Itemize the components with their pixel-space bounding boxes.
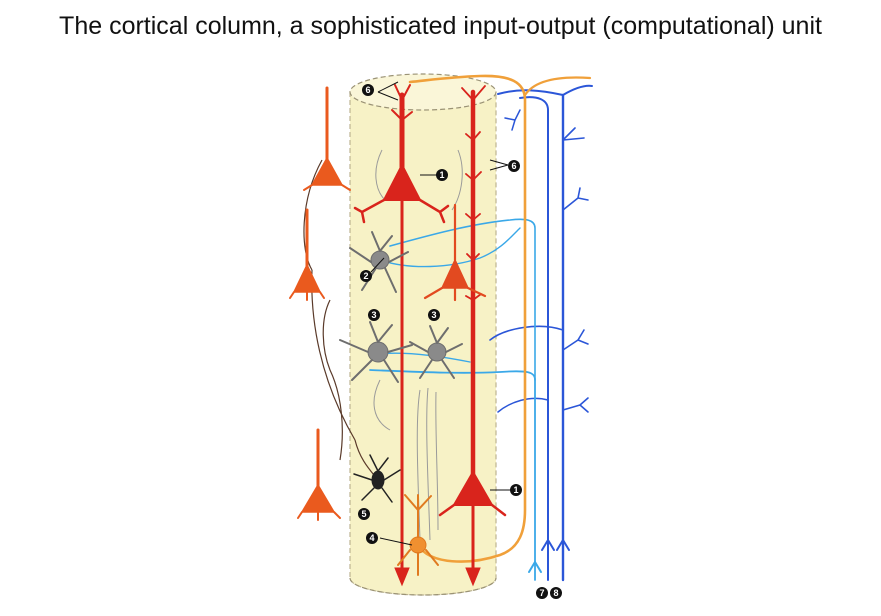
svg-text:7: 7 <box>539 588 544 598</box>
number-badges: 6 1 6 2 3 3 1 <box>358 84 562 599</box>
badge-6-top: 6 <box>362 84 374 96</box>
pointer-lines <box>370 81 510 546</box>
badge-2: 2 <box>360 270 372 282</box>
blue-fiber-branch-5 <box>489 325 564 341</box>
svg-text:3: 3 <box>431 310 436 320</box>
pyramidal-top-axon-head <box>394 567 410 587</box>
pyramidal-right-axon-head <box>465 567 481 587</box>
badge-4: 4 <box>366 532 378 544</box>
badge-8: 8 <box>550 587 562 599</box>
badge-3-right: 3 <box>428 309 440 321</box>
brown-connector <box>322 299 343 461</box>
column-bottom-rim <box>349 577 497 596</box>
badge-1-top: 1 <box>436 169 448 181</box>
blue-fiber-left-3 <box>497 397 549 413</box>
stellate-cell-3-right <box>409 325 463 379</box>
pyramidal-neuron-top <box>353 84 450 587</box>
slide-title: The cortical column, a sophisticated inp… <box>59 12 822 40</box>
blue-fiber-branch-3 <box>562 329 589 351</box>
svg-text:5: 5 <box>361 509 366 519</box>
input-arrow-1 <box>528 561 542 573</box>
svg-text:1: 1 <box>513 485 518 495</box>
orange-axon-loop <box>408 74 527 563</box>
blue-fiber-branch-4 <box>562 397 589 413</box>
column-top-ellipse <box>349 73 497 111</box>
orange-axon <box>408 74 592 563</box>
outside-pyramidal-2-soma <box>292 263 322 293</box>
cyan-fiber-2 <box>389 218 536 381</box>
afferent-fibers <box>369 84 593 582</box>
svg-text:1: 1 <box>439 170 444 180</box>
svg-text:6: 6 <box>365 85 370 95</box>
svg-text:2: 2 <box>363 271 368 281</box>
blue-fiber-left-2 <box>504 109 521 131</box>
orange-axon-top-right <box>523 76 592 97</box>
svg-text:8: 8 <box>553 588 558 598</box>
badge-3-left: 3 <box>368 309 380 321</box>
stellate-cells <box>339 231 463 383</box>
outside-pyramidal-3-soma <box>300 483 336 513</box>
svg-text:6: 6 <box>511 161 516 171</box>
badge-6-right: 6 <box>508 160 520 172</box>
blue-fiber-branch-2 <box>562 187 589 211</box>
outside-pyramidal-neurons <box>289 86 351 521</box>
blue-fiber-branch-top <box>497 89 564 96</box>
basket-cell-5 <box>353 454 401 503</box>
input-arrow-3 <box>556 539 570 551</box>
pyramidal-neuron-inner <box>423 203 487 302</box>
badge-1-bottom: 1 <box>510 484 522 496</box>
badge-7: 7 <box>536 587 548 599</box>
pyramidal-neuron-right <box>438 85 507 587</box>
stellate-cell-3-left <box>339 321 413 383</box>
badge-5: 5 <box>358 508 370 520</box>
column-cylinder <box>349 73 497 596</box>
svg-text:3: 3 <box>371 310 376 320</box>
outside-pyramidal-1-soma <box>310 156 344 186</box>
input-arrow-2 <box>541 539 555 551</box>
cyan-fiber-1 <box>369 369 536 581</box>
stellate-cell-2 <box>349 231 409 293</box>
svg-text:4: 4 <box>369 533 374 543</box>
blue-fiber-branch-top2 <box>562 84 593 96</box>
blue-fiber-branch-1 <box>562 127 585 141</box>
